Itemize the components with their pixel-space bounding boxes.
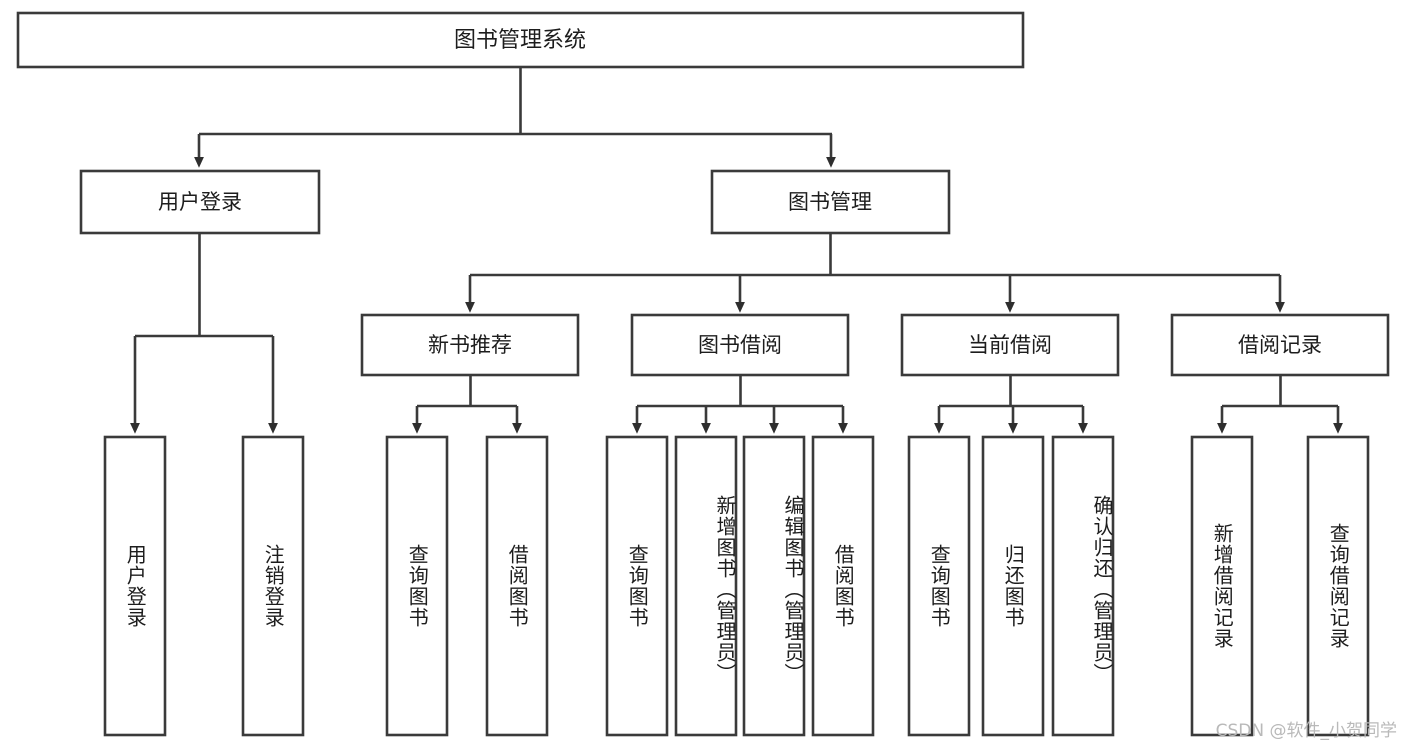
node-label-borrow-records: 借阅记录 <box>1238 333 1322 357</box>
node-box-borrow-records[interactable] <box>1170 313 1390 377</box>
node-box-leaf-query-borrow-record[interactable] <box>1306 435 1370 737</box>
node-box-new-book-recommend[interactable] <box>360 313 580 377</box>
node-box-book-borrow[interactable] <box>630 313 850 377</box>
connector-layer <box>130 67 1343 434</box>
watermark-text: CSDN @软件_小贺同学 <box>1215 721 1397 741</box>
node-box-leaf-edit-book[interactable] <box>742 435 806 737</box>
node-box-leaf-borrow-book[interactable] <box>811 435 875 737</box>
node-label-new-book-recommend: 新书推荐 <box>428 333 512 357</box>
node-box-leaf-add-book[interactable] <box>674 435 738 737</box>
node-box-leaf-user-logout[interactable] <box>241 435 305 737</box>
node-box-root[interactable] <box>16 11 1025 69</box>
node-box-book-management[interactable] <box>710 169 951 235</box>
node-box-leaf-borrow-book-recommend[interactable] <box>485 435 549 737</box>
node-layer: 图书管理系统 用户登录 图书管理 新书推荐 图书借阅 当前借阅 借阅记录 <box>16 11 1390 737</box>
node-box-leaf-add-borrow-record[interactable] <box>1190 435 1254 737</box>
node-box-leaf-return-book[interactable] <box>981 435 1045 737</box>
node-label-current-borrow: 当前借阅 <box>968 333 1052 357</box>
node-box-leaf-confirm-return[interactable] <box>1051 435 1115 737</box>
node-box-leaf-user-login[interactable] <box>103 435 167 737</box>
node-label-root: 图书管理系统 <box>454 28 586 53</box>
node-box-leaf-query-book-current[interactable] <box>907 435 971 737</box>
node-label-user-login: 用户登录 <box>158 190 242 214</box>
node-box-leaf-query-book-borrow[interactable] <box>605 435 669 737</box>
node-label-book-borrow: 图书借阅 <box>698 333 782 357</box>
node-box-leaf-query-book-recommend[interactable] <box>385 435 449 737</box>
node-box-current-borrow[interactable] <box>900 313 1120 377</box>
node-label-book-management: 图书管理 <box>788 190 872 214</box>
node-box-user-login[interactable] <box>79 169 321 235</box>
